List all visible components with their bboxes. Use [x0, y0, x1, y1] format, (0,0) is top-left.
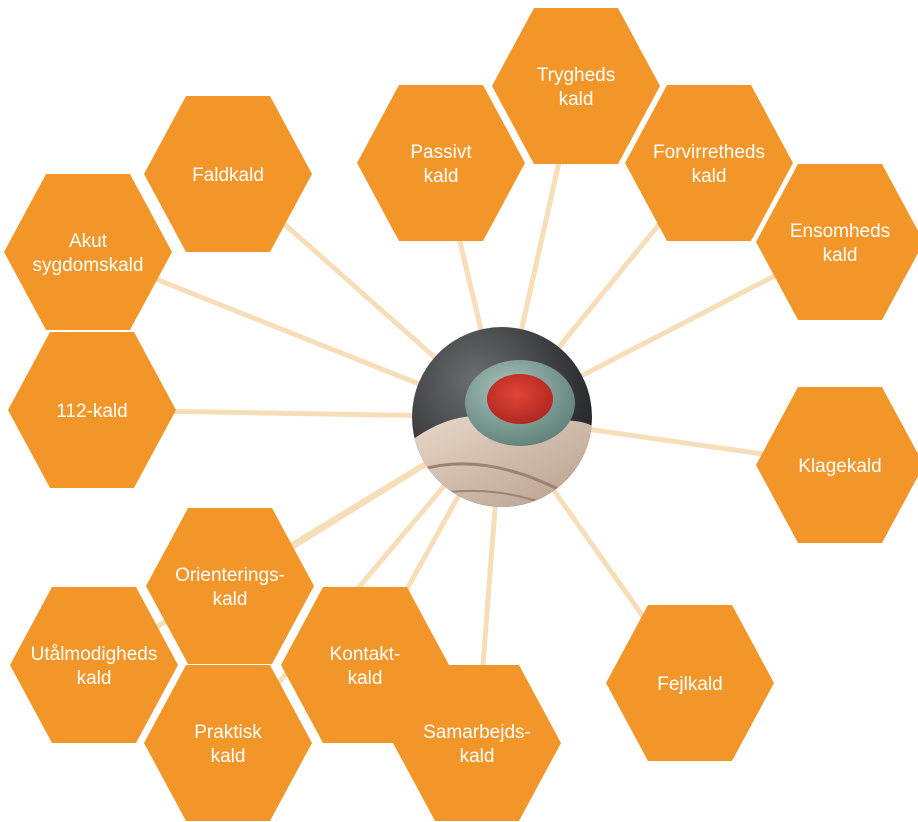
hexagon-label: kald	[211, 746, 246, 767]
hexagon-orienterings: Orienterings-kald	[146, 508, 314, 664]
hexagon-shape	[8, 332, 176, 488]
hexagon-shape	[357, 85, 525, 241]
hexagon-passivt: Passivt kald	[357, 85, 525, 241]
hexagon-label: Ensomheds	[790, 221, 890, 242]
hexagon-samarbejds: Samarbejds-kald	[393, 665, 561, 821]
hexagon-label: Utålmodigheds	[31, 644, 158, 665]
hexagon-label: Samarbejds-	[423, 722, 531, 743]
hexagon-label: kald	[424, 166, 459, 187]
hexagon-forvirretheds: Forvirretheds kald	[625, 85, 793, 241]
hexagon-label: kald	[692, 166, 727, 187]
hexagon-utaalmodigheds: Utålmodigheds kald	[10, 587, 178, 743]
hexagon-akut: Akut sygdomskald	[4, 174, 172, 330]
hexagon-shape	[281, 587, 449, 743]
hexagon-shape	[4, 174, 172, 330]
hexagon-label: sygdomskald	[33, 255, 144, 276]
hexagon-kontakt: Kontakt-kald	[281, 587, 449, 743]
hexagon-shape	[625, 85, 793, 241]
hexagon-label: Trygheds	[537, 65, 616, 86]
hexagon-label: Klagekald	[798, 456, 881, 477]
hexagon-label: kald	[348, 668, 383, 689]
hexagon-label: Passivt	[410, 142, 472, 163]
hexagon-shape	[756, 164, 918, 320]
alarm-button-in-hand-photo	[412, 327, 592, 507]
hexagon-label: kald	[213, 589, 248, 610]
hexagon-label: Forvirretheds	[653, 142, 765, 163]
hexagon-label: Akut	[69, 231, 108, 252]
hexagon-ensomheds: Ensomheds kald	[756, 164, 918, 320]
hexagon-label: kald	[559, 89, 594, 110]
hexagon-shape	[606, 605, 774, 761]
hexagon-label: Praktisk	[194, 722, 262, 743]
hexagon-label: Orienterings-	[175, 565, 285, 586]
hexagon-112: 112-kald	[8, 332, 176, 488]
hexagon-shape	[144, 665, 312, 821]
hexagon-shape	[10, 587, 178, 743]
hexagon-label: kald	[460, 746, 495, 767]
hexagon-fejlkald: Fejlkald	[606, 605, 774, 761]
hexagon-label: Faldkald	[192, 165, 264, 186]
call-type-hexagons: TryghedskaldPassivtkaldForvirrethedskald…	[4, 8, 918, 821]
hexagon-label: kald	[823, 245, 858, 266]
hexagon-klagekald: Klagekald	[756, 387, 918, 543]
hexagon-label: 112-kald	[56, 401, 127, 422]
hexagon-faldkald: Faldkald	[144, 96, 312, 252]
hexagon-shape	[144, 96, 312, 252]
hexagon-shape	[492, 8, 660, 164]
hexagon-label: Kontakt-	[330, 644, 401, 665]
hexagon-trygheds: Trygheds kald	[492, 8, 660, 164]
hexagon-praktisk: Praktisk kald	[144, 665, 312, 821]
hexagon-shape	[146, 508, 314, 664]
hexagon-label: Fejlkald	[657, 674, 722, 695]
hexagon-shape	[756, 387, 918, 543]
hexagon-shape	[393, 665, 561, 821]
hexagon-label: kald	[77, 668, 112, 689]
